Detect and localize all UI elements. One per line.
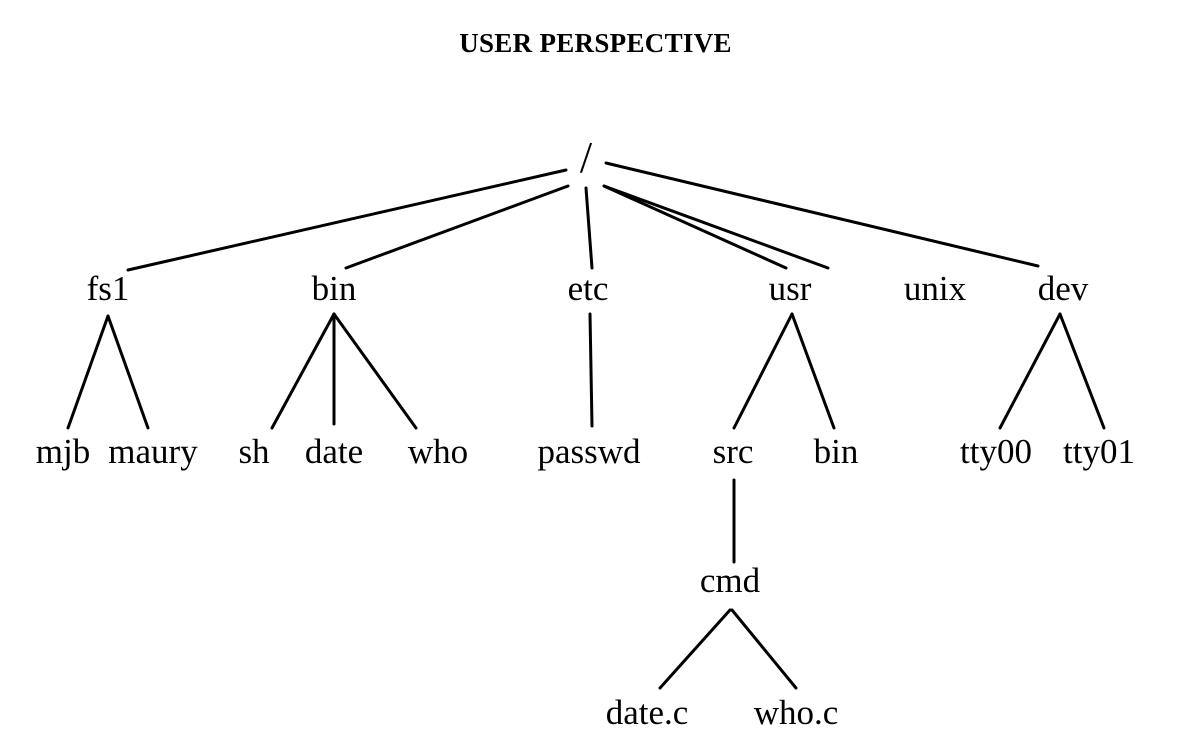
edge-bin-who <box>332 312 418 430</box>
edge-root-usr <box>602 184 830 270</box>
edge-root-etc <box>584 186 594 270</box>
node-tty01: tty01 <box>1063 432 1135 471</box>
node-etc: etc <box>568 269 609 308</box>
node-date: date <box>305 432 363 471</box>
node-mjb: mjb <box>36 432 90 471</box>
edge-dev-tty00 <box>998 312 1062 430</box>
node-unix: unix <box>904 269 967 308</box>
node-usr-bin: bin <box>814 432 859 471</box>
node-src: src <box>713 432 754 471</box>
node-passwd: passwd <box>537 432 641 471</box>
edge-cmd-datec <box>658 608 732 690</box>
edge-root-unix <box>602 184 788 270</box>
edge-etc-passwd <box>588 312 594 428</box>
node-tty00: tty00 <box>960 432 1032 471</box>
edge-root-bin <box>344 184 570 270</box>
edge-fs1-maury <box>106 314 150 430</box>
node-who: who <box>408 432 468 471</box>
node-fs1: fs1 <box>87 269 130 308</box>
edge-dev-tty01 <box>1058 312 1106 430</box>
node-maury: maury <box>108 432 198 471</box>
node-dev: dev <box>1038 269 1089 308</box>
edge-root-dev <box>604 161 1040 268</box>
node-usr: usr <box>769 269 812 308</box>
edge-fs1-mjb <box>66 314 110 430</box>
edge-cmd-whoc <box>730 608 798 690</box>
node-who-c: who.c <box>754 693 839 732</box>
node-root: / <box>580 133 593 182</box>
edge-root-fs1 <box>126 168 568 272</box>
node-sh: sh <box>238 432 270 471</box>
node-bin: bin <box>312 269 357 308</box>
diagram-title: USER PERSPECTIVE <box>459 28 732 58</box>
node-cmd: cmd <box>700 561 761 600</box>
edge-bin-sh <box>270 312 336 430</box>
edge-usr-src <box>732 312 794 430</box>
edge-usr-bin <box>790 312 836 430</box>
node-date-c: date.c <box>606 693 689 732</box>
